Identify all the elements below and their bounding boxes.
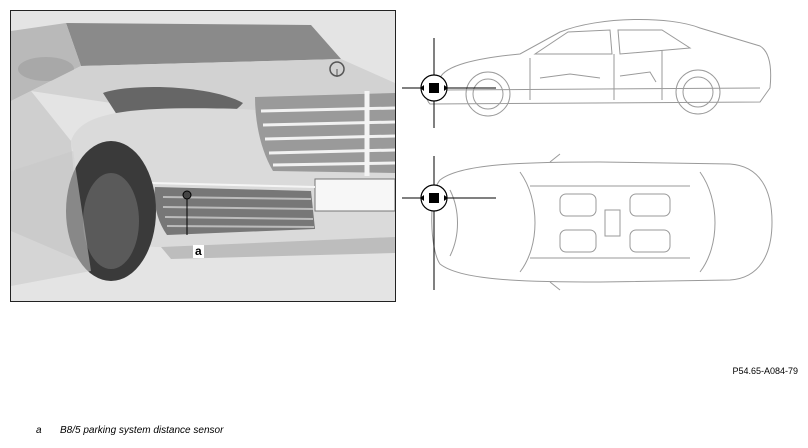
legend: a B8/5 parking system distance sensor [36,425,223,436]
car-side-outline [402,18,772,128]
legend-text: B8/5 parking system distance sensor [60,425,224,436]
car-top-outline [402,153,773,291]
top-view-diagram [400,150,800,300]
sensor-marker-icon [429,193,439,203]
car-front-bumper-image [11,11,395,301]
figure-reference-code: P54.65-A084-79 [732,366,798,376]
sensor-marker-icon [429,83,439,93]
side-view-diagram [400,8,800,138]
front-bumper-photo: a [10,10,396,302]
legend-key: a [36,425,42,436]
callout-letter-a: a [193,244,204,258]
